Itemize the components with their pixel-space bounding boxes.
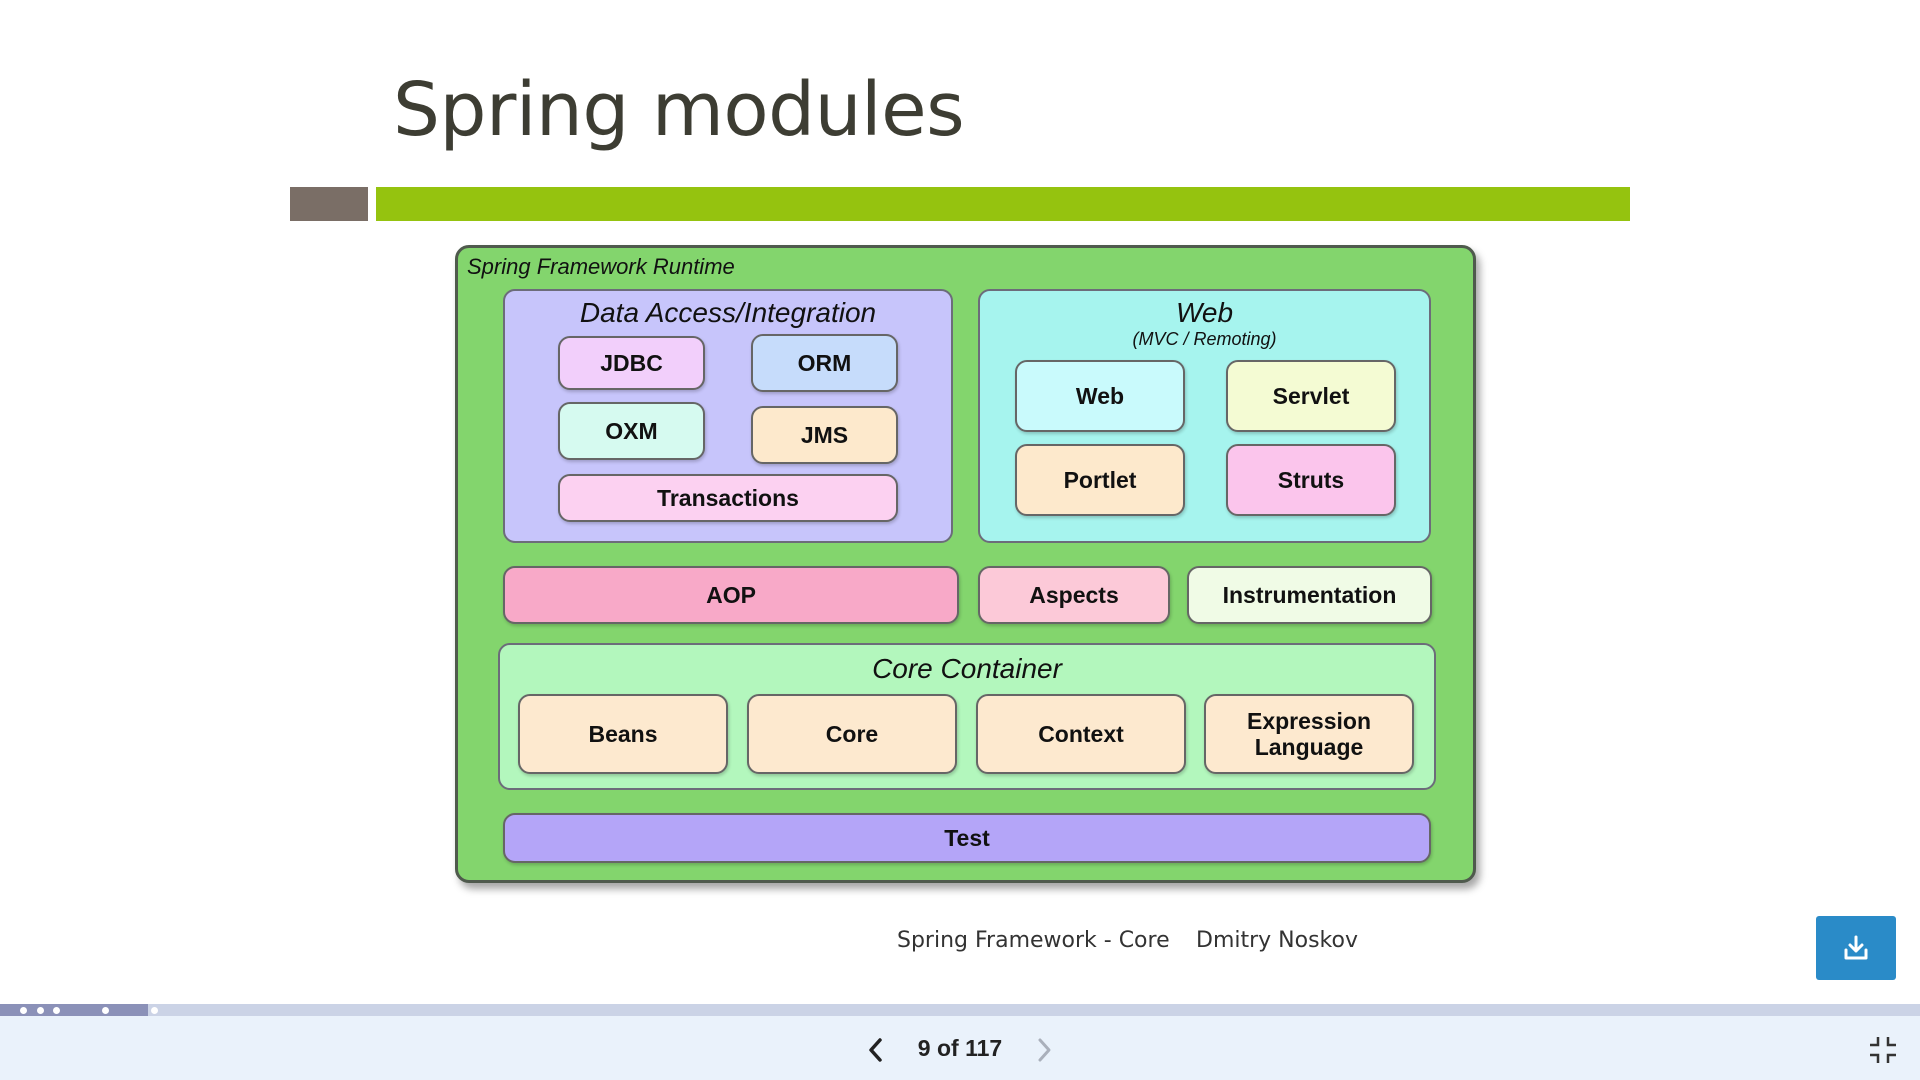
module-oxm: OXM: [558, 402, 705, 460]
chevron-left-icon: [869, 1038, 882, 1062]
chevron-right-icon: [1038, 1038, 1051, 1062]
module-test: Test: [503, 813, 1431, 863]
core-container-group: Core Container Beans Core Context Expres…: [498, 643, 1436, 790]
web-subtitle: (MVC / Remoting): [1132, 329, 1277, 349]
module-portlet: Portlet: [1015, 444, 1185, 516]
module-servlet: Servlet: [1226, 360, 1396, 432]
web-group: Web (MVC / Remoting) Web Servlet Portlet…: [978, 289, 1431, 543]
module-orm: ORM: [751, 334, 898, 392]
previous-slide-button[interactable]: [860, 1032, 890, 1068]
page-counter: 9 of 117: [917, 1035, 1003, 1061]
slide-progress-bar[interactable]: [0, 1004, 1920, 1016]
download-icon: [1844, 935, 1868, 960]
slide-progress-fill: [0, 1004, 148, 1016]
progress-dot: [37, 1007, 44, 1014]
progress-dot: [20, 1007, 27, 1014]
footer-presentation-title: Spring Framework - Core: [897, 928, 1170, 953]
module-expression-language-line1: Expression: [1247, 708, 1371, 734]
title-accent-bar-gray: [290, 187, 368, 221]
footer-author: Dmitry Noskov: [1196, 928, 1358, 953]
module-jdbc: JDBC: [558, 336, 705, 390]
module-core: Core: [747, 694, 957, 774]
module-aspects: Aspects: [978, 566, 1170, 624]
title-accent-bar-green: [376, 187, 1630, 221]
module-aop: AOP: [503, 566, 959, 624]
viewer-toolbar: [0, 1016, 1920, 1080]
web-title: Web: [1175, 297, 1234, 328]
spring-framework-runtime-diagram: Spring Framework Runtime Data Access/Int…: [455, 245, 1476, 883]
module-struts: Struts: [1226, 444, 1396, 516]
module-context: Context: [976, 694, 1186, 774]
next-slide-button[interactable]: [1030, 1032, 1060, 1068]
exit-fullscreen-icon: [1870, 1037, 1896, 1063]
module-jms: JMS: [751, 406, 898, 464]
exit-fullscreen-button[interactable]: [1866, 1033, 1900, 1067]
module-expression-language: Expression Language: [1204, 694, 1414, 774]
module-beans: Beans: [518, 694, 728, 774]
slide-title: Spring modules: [393, 67, 965, 153]
data-access-integration-group: Data Access/Integration JDBC ORM OXM JMS…: [503, 289, 953, 543]
progress-dot: [102, 1007, 109, 1014]
core-container-title: Core Container: [872, 653, 1062, 684]
module-transactions: Transactions: [558, 474, 898, 522]
download-button[interactable]: [1816, 916, 1896, 980]
module-instrumentation: Instrumentation: [1187, 566, 1432, 624]
module-web: Web: [1015, 360, 1185, 432]
module-expression-language-line2: Language: [1254, 734, 1364, 760]
data-access-title: Data Access/Integration: [579, 297, 877, 328]
runtime-label: Spring Framework Runtime: [467, 254, 735, 279]
slide-progress-handle[interactable]: [151, 1007, 158, 1014]
progress-dot: [53, 1007, 60, 1014]
